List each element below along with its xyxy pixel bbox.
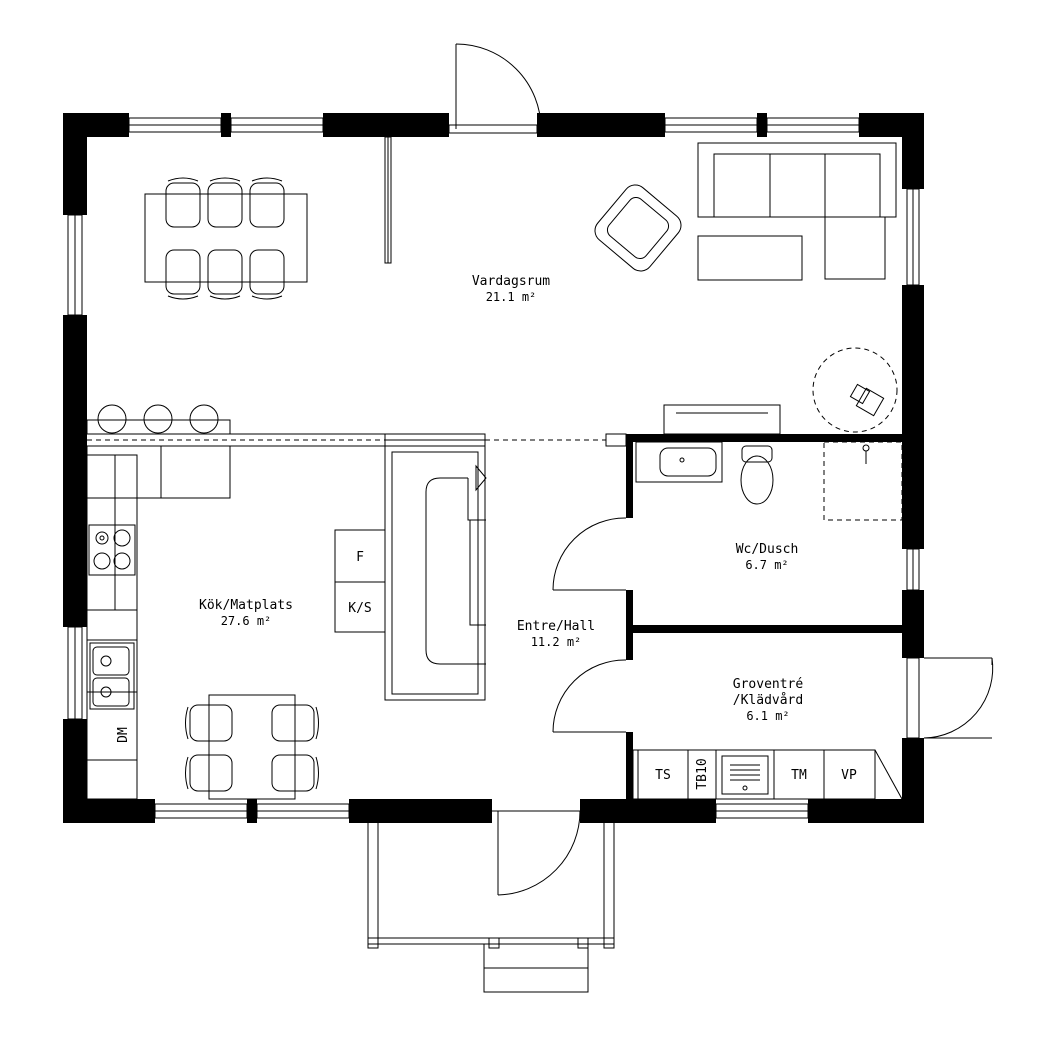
label-washer: TM — [791, 768, 807, 783]
room-living-area: 21.1 m² — [486, 290, 537, 304]
plant — [812, 347, 898, 433]
bar-stools — [86, 404, 231, 435]
kitchen-counter — [86, 445, 231, 800]
room-kitchen-name: Kök/Matplats — [199, 598, 293, 613]
windows — [67, 117, 920, 819]
label-dryer: TS — [655, 768, 671, 783]
room-hall-name: Entre/Hall — [517, 619, 595, 634]
label-water-heater: VP — [841, 768, 857, 783]
room-utility-name-2: /Klädvård — [733, 693, 803, 708]
label-dishwasher: DM — [116, 727, 131, 743]
utility-appliances — [632, 749, 903, 800]
armchair — [594, 184, 682, 272]
wc-fixtures — [635, 441, 903, 521]
kitchen-dining-table — [185, 694, 319, 800]
coffee-table — [697, 235, 803, 281]
label-fridge-freezer: K/S — [348, 601, 371, 616]
entrance-porch — [367, 823, 615, 993]
sofa — [697, 142, 897, 280]
room-utility-area: 6.1 m² — [746, 709, 789, 723]
room-kitchen-area: 27.6 m² — [221, 614, 272, 628]
label-sink-tb10: TB10 — [695, 758, 710, 789]
dining-table-top — [144, 177, 308, 300]
stove-icon — [88, 524, 136, 576]
fridge-freezer — [334, 529, 386, 633]
sink-icon — [89, 642, 135, 710]
doors — [448, 43, 994, 896]
exterior-walls — [63, 113, 924, 823]
room-wc-name: Wc/Dusch — [736, 542, 799, 557]
label-fridge: F — [356, 550, 364, 565]
hall-wardrobe — [384, 445, 487, 701]
room-living-name: Vardagsrum — [472, 274, 550, 289]
room-wc-area: 6.7 m² — [745, 558, 788, 572]
room-utility-name-1: Groventré — [733, 677, 804, 692]
tv-bench — [663, 404, 781, 435]
room-hall-area: 11.2 m² — [531, 635, 582, 649]
